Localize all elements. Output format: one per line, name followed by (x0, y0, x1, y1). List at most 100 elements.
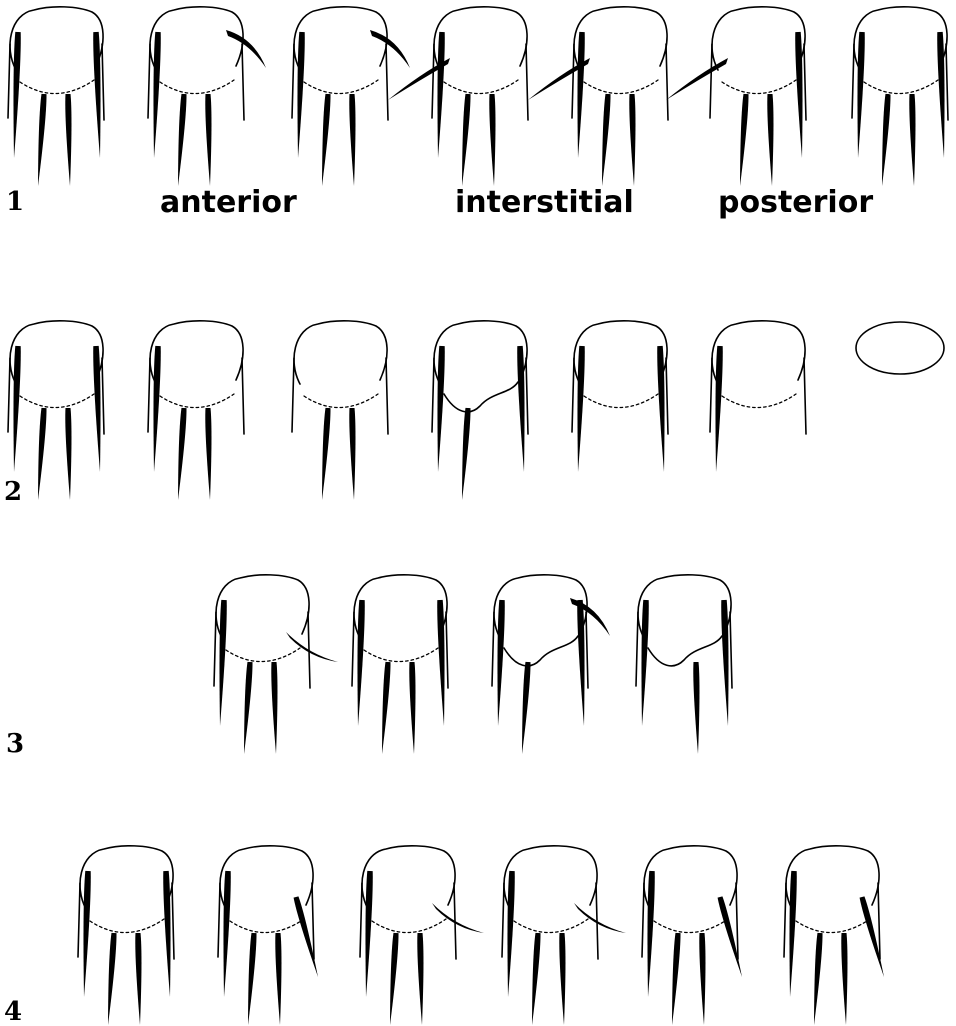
tergite-figure (292, 321, 388, 500)
hair-left (218, 883, 220, 957)
tergite-figure (492, 575, 610, 754)
base-lobe (504, 636, 578, 666)
row-3-pieces (214, 575, 732, 754)
hair-left (148, 44, 150, 118)
hair-left (432, 358, 434, 432)
bristle-lo (219, 600, 226, 726)
bristle-ri (489, 94, 495, 186)
base-line (230, 919, 304, 933)
bristle-ro (93, 32, 100, 158)
tergite-figure (352, 575, 448, 754)
base-line (160, 80, 234, 94)
head-outline (494, 575, 587, 638)
bristle-diagonal (860, 896, 884, 977)
base-line (796, 919, 870, 933)
base-line (722, 394, 796, 408)
bristle-li (522, 662, 531, 754)
bristle-li (462, 94, 471, 186)
base-line (372, 919, 446, 933)
bristle-li (602, 94, 611, 186)
tergite-figure (502, 846, 626, 1025)
hair-left (8, 358, 10, 432)
bristle-li (462, 408, 471, 500)
row-number-1: 1 (6, 187, 24, 217)
head-outline (354, 575, 447, 638)
bristle-lo (365, 871, 372, 997)
bristle-lo (497, 600, 504, 726)
tergite-figure (214, 575, 338, 754)
bristle-li (244, 662, 253, 754)
bristle-ri (841, 933, 847, 1025)
head-outline (150, 7, 243, 70)
hair-right (878, 883, 880, 959)
tergite-figure (148, 7, 266, 186)
bristle-ro (657, 346, 664, 472)
base-line (864, 80, 938, 94)
hair-right (526, 44, 528, 120)
base-line (304, 80, 378, 94)
oval-outline (856, 322, 944, 374)
head-outline (150, 321, 243, 384)
head-outline (362, 846, 455, 909)
hair-left (78, 883, 80, 957)
hair-left (352, 612, 354, 686)
bristle-li (672, 933, 681, 1025)
bristle-sweep (666, 58, 728, 100)
caption-interstitial: interstitial (455, 185, 634, 220)
head-outline (216, 575, 309, 638)
hair-right (946, 44, 948, 120)
base-line (584, 80, 658, 94)
bristle-ro (437, 600, 444, 726)
bristle-ri (349, 94, 355, 186)
bristle-lo (789, 871, 796, 997)
bristle-lo (357, 600, 364, 726)
hair-left (292, 358, 294, 432)
row-4: 4 (4, 846, 884, 1026)
row-number-4: 4 (4, 997, 22, 1026)
tergite-figure (856, 322, 944, 374)
row-1-pieces (8, 7, 948, 186)
hair-right (736, 883, 738, 959)
hair-left (784, 883, 786, 957)
bristle-ri (409, 662, 415, 754)
hair-right (586, 612, 588, 688)
bristle-ri (135, 933, 141, 1025)
bristle-lo (577, 346, 584, 472)
bristle-li (532, 933, 541, 1025)
hair-left (8, 44, 10, 118)
hair-right (242, 44, 244, 120)
tergite-figure (642, 846, 742, 1025)
bristle-li (178, 408, 187, 500)
bristle-diagonal (718, 896, 742, 977)
head-outline (10, 321, 103, 384)
bristle-lo (647, 871, 654, 997)
base-lobe (648, 636, 722, 666)
tergite-figure (8, 321, 104, 500)
hair-right (312, 883, 314, 959)
bristle-ri (699, 933, 705, 1025)
bristle-li (108, 933, 117, 1025)
bristle-ro (721, 600, 728, 726)
bristle-curl (370, 30, 410, 68)
bristle-li (740, 94, 749, 186)
base-line (654, 919, 728, 933)
tergite-figure (388, 7, 528, 186)
bristle-ri (349, 408, 355, 500)
bristle-li (382, 662, 391, 754)
bristle-lo (153, 346, 160, 472)
tergite-figure (666, 7, 806, 186)
bristle-ri (767, 94, 773, 186)
hair-left (432, 44, 434, 118)
tergite-figure (572, 321, 668, 472)
bristle-hook (574, 903, 626, 933)
hair-right (102, 358, 104, 434)
hair-left (572, 358, 574, 432)
tergite-figure (8, 7, 104, 186)
tergite-figure (528, 7, 668, 186)
bristle-ri (65, 94, 71, 186)
bristle-lo (297, 32, 304, 158)
tergite-figure (78, 846, 174, 1025)
bristle-ro (517, 346, 524, 472)
bristle-ri (417, 933, 423, 1025)
